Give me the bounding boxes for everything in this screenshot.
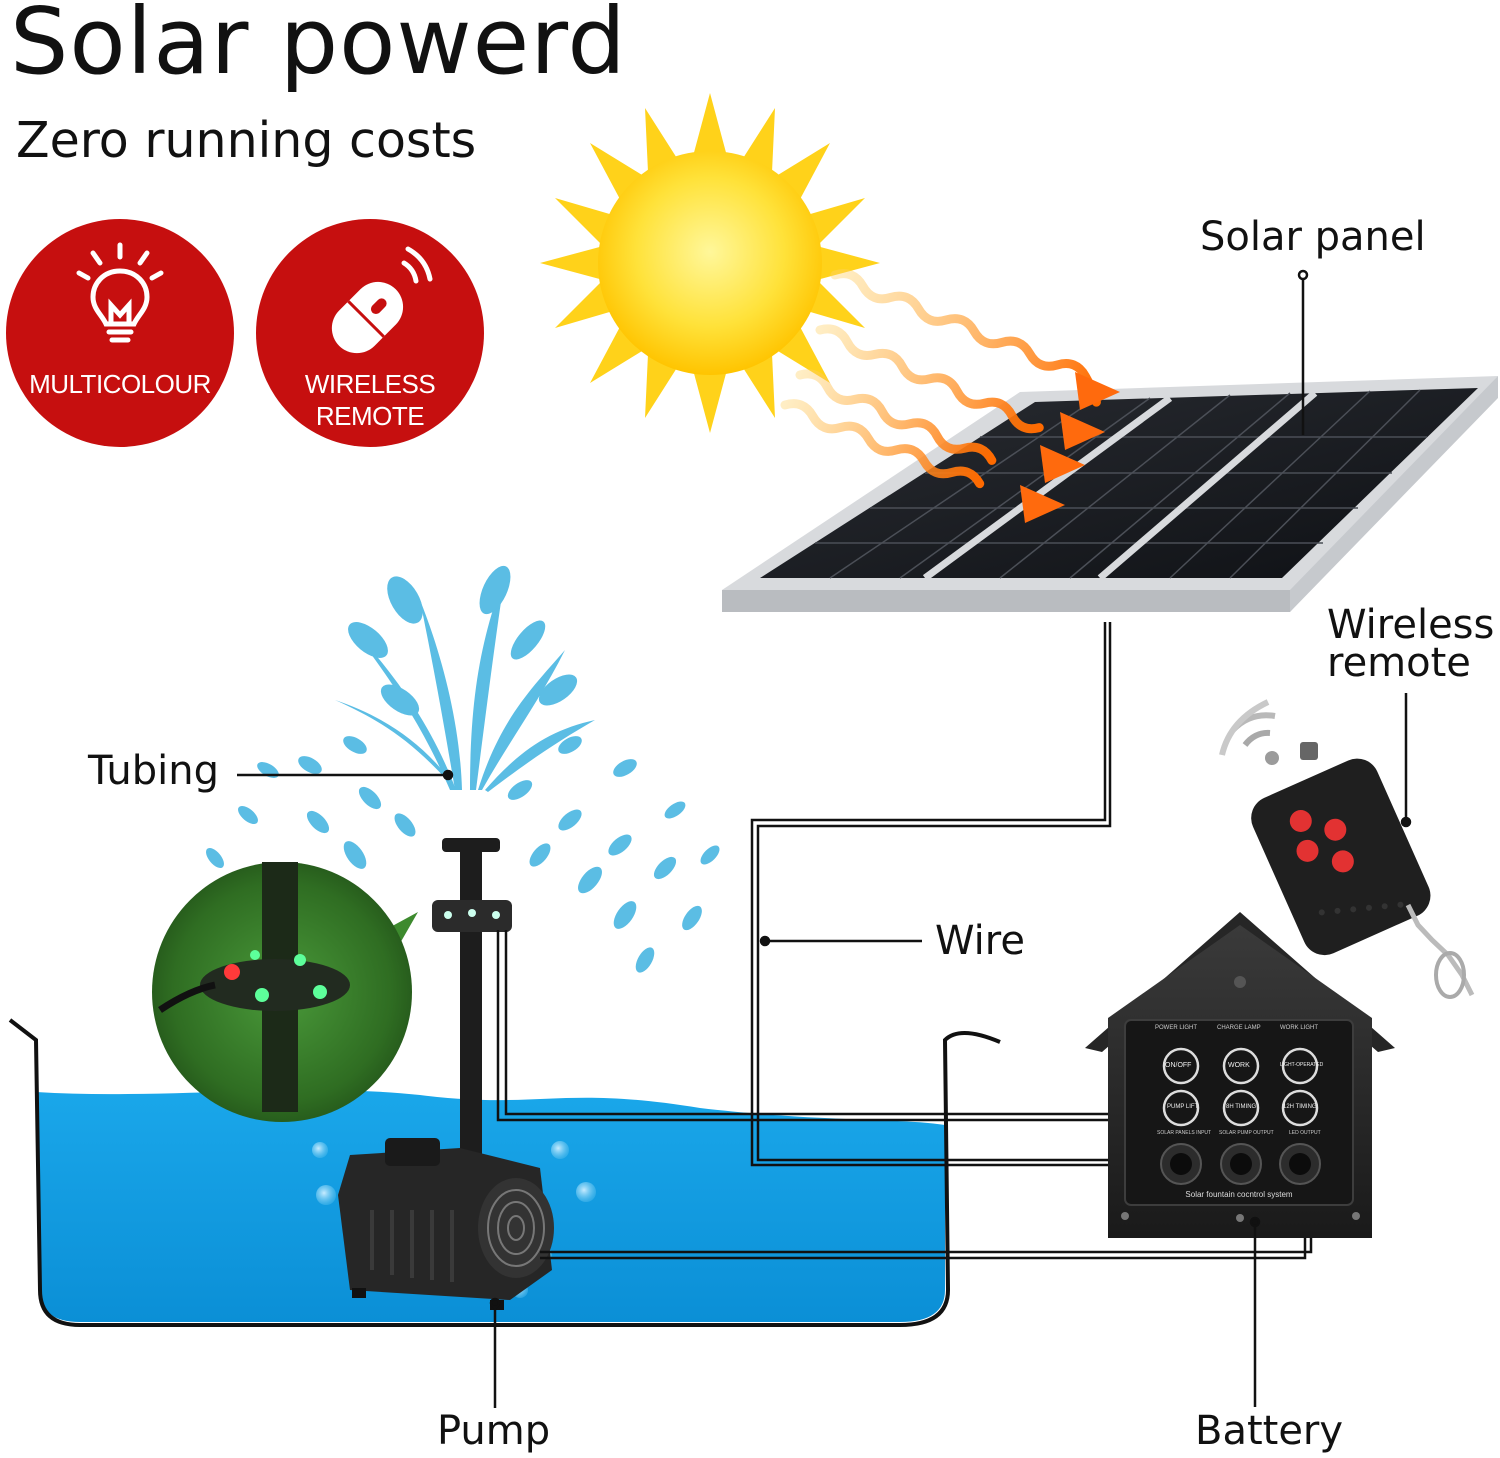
cb-port-led-output: LED OUTPUT (1289, 1130, 1321, 1136)
label-tubing: Tubing (88, 748, 219, 794)
badge-multicolour: MULTICOLOUR (6, 219, 234, 447)
cb-btn-work: WORK (1228, 1062, 1250, 1069)
badge-wireless-label-line1: WIRELESS (304, 369, 436, 399)
sun-rays (780, 269, 1101, 489)
badge-wireless-label-line2: REMOTE (315, 401, 425, 431)
remote-icon (331, 246, 433, 354)
control-box-buttons: ON/OFF WORK LIGHT-OPERATED PUMP LIFT 8H … (1125, 1060, 1353, 1120)
nozzle-tube (432, 838, 512, 1157)
cb-power-light: POWER LIGHT (1155, 1025, 1198, 1031)
label-wire: Wire (935, 918, 1025, 964)
fountain-spray (206, 565, 720, 973)
label-wireless-remote: Wireless remote (1327, 602, 1495, 686)
page-title: Solar powerd (10, 0, 627, 95)
badge-wireless-remote: WIRELESS REMOTE (256, 219, 484, 447)
label-wireless-remote-line2: remote (1327, 640, 1471, 686)
cb-btn-12h: 12H TIMING (1283, 1104, 1317, 1110)
badge-multicolour-label: MULTICOLOUR (29, 369, 211, 399)
remote-control (1219, 699, 1475, 999)
pump (338, 1138, 554, 1310)
cb-charge-lamp: CHARGE LAMP (1217, 1025, 1261, 1031)
leader-lines (237, 269, 1412, 1408)
label-battery: Battery (1195, 1408, 1344, 1454)
cb-btn-on-off: ON/OFF (1165, 1062, 1192, 1069)
solar-panel (722, 376, 1498, 612)
cb-work-light: WORK LIGHT (1280, 1025, 1319, 1031)
cb-btn-pump-lift: PUMP LIFT (1167, 1104, 1199, 1110)
control-box-ports: SOLAR PANELS INPUT SOLAR PUMP OUTPUT LED… (1125, 1130, 1353, 1142)
sun-icon (540, 93, 880, 433)
cb-btn-8h: 8H TIMING (1226, 1104, 1257, 1110)
cb-port-solar-input: SOLAR PANELS INPUT (1157, 1130, 1212, 1136)
label-solar-panel: Solar panel (1200, 214, 1426, 260)
light-bulb-icon (76, 242, 164, 343)
control-box (1085, 912, 1395, 1238)
control-box-top-labels: POWER LIGHT CHARGE LAMP WORK LIGHT (1130, 1025, 1348, 1035)
cb-btn-light-operated: LIGHT-OPERATED (1280, 1062, 1324, 1068)
label-pump: Pump (437, 1408, 551, 1454)
page-subtitle: Zero running costs (16, 112, 477, 169)
cb-port-pump-output: SOLAR PUMP OUTPUT (1219, 1130, 1274, 1136)
control-box-footer: Solar fountain cocntrol system (1185, 1190, 1293, 1199)
led-closeup (152, 862, 418, 1122)
label-wireless-remote-line1: Wireless (1327, 602, 1495, 648)
